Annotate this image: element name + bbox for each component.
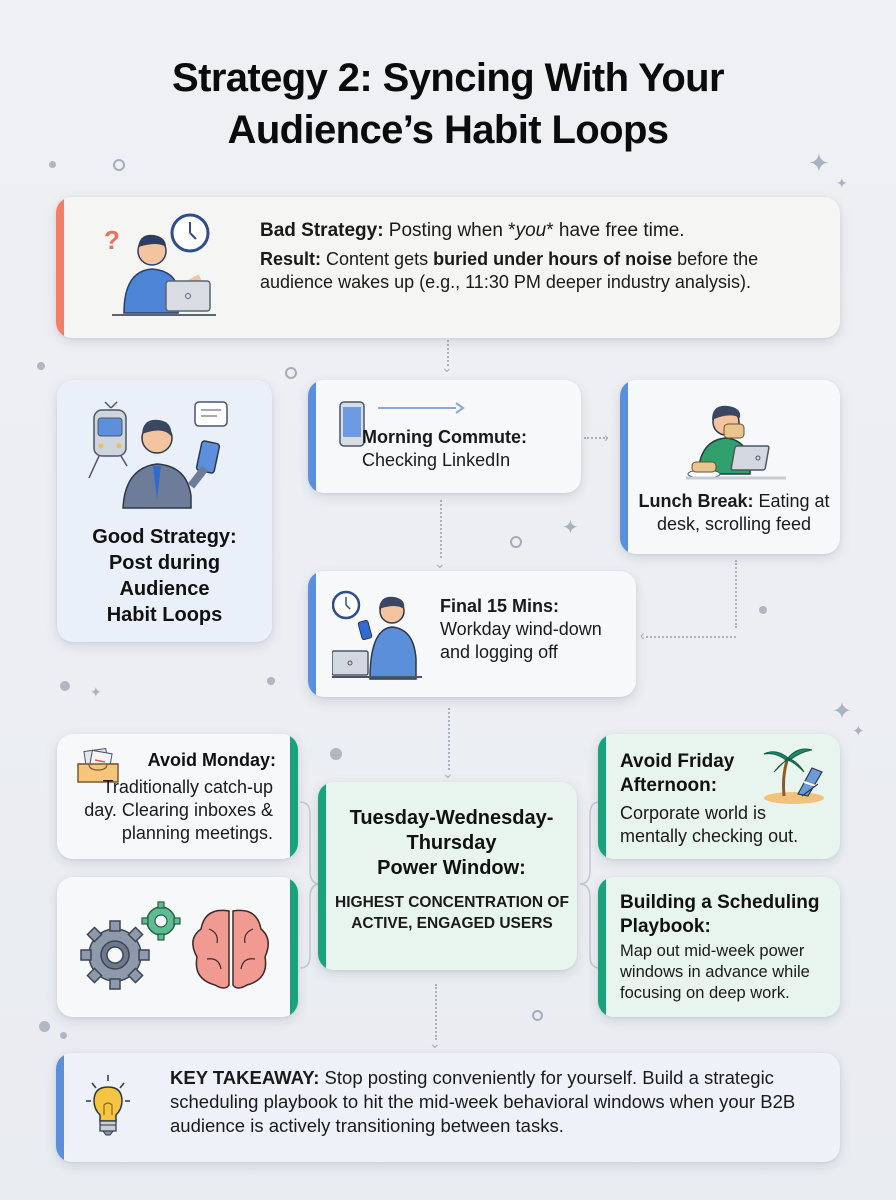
bad-strategy-card: ? Bad Strategy: Posting when *you* have …: [56, 197, 840, 338]
chevron-right-icon: ›: [604, 429, 609, 445]
decor-dot: [49, 161, 56, 168]
deep-work-card: [57, 877, 298, 1017]
person-logging-off-icon: [331, 589, 428, 681]
avoid-friday-card: Avoid Friday Afternoon: Corporate world …: [598, 734, 840, 859]
decor-dot: [60, 681, 70, 691]
chevron-down-icon: ⌄: [441, 359, 453, 375]
power-window-card: Tuesday-Wednesday- Thursday Power Window…: [318, 782, 577, 970]
chevron-down-icon: ⌄: [442, 765, 454, 781]
sparkle-icon: ✦: [90, 684, 102, 700]
commuter-with-phone-icon: [87, 396, 247, 511]
good-strategy-line-3: Audience: [119, 578, 210, 600]
morning-commute-label: Morning Commute:: [362, 427, 527, 447]
bad-strategy-label: Bad Strategy:: [260, 220, 384, 241]
sparkle-icon: ✦: [852, 723, 865, 740]
habit-card-morning-commute: Morning Commute: Checking LinkedIn: [308, 380, 581, 493]
sparkle-icon: ✦: [562, 517, 579, 539]
morning-commute-text: Checking LinkedIn: [362, 450, 511, 470]
key-takeaway-card: KEY TAKEAWAY: Stop posting conveniently …: [56, 1053, 840, 1162]
decor-ring: [113, 159, 125, 171]
phone-arrow-icon: [338, 400, 488, 450]
avoid-monday-label: Avoid Monday:: [147, 750, 276, 770]
key-takeaway-text: KEY TAKEAWAY: Stop posting conveniently …: [170, 1067, 796, 1136]
good-strategy-card: Good Strategy: Post during Audience Habi…: [57, 380, 272, 642]
svg-text:?: ?: [104, 225, 120, 255]
decor-ring: [532, 1010, 543, 1021]
connector-line: [447, 340, 449, 366]
decor-dot: [267, 677, 275, 685]
avoid-friday-text: Corporate world is mentally checking out…: [620, 803, 799, 846]
title-line-1: Strategy 2: Syncing With Your: [172, 56, 725, 100]
avoid-friday-label-1: Avoid Friday: [620, 751, 735, 772]
power-window-line-1: Tuesday-Wednesday-: [349, 807, 554, 829]
final-15-mins-label: Final 15 Mins:: [440, 596, 560, 616]
key-takeaway-label: KEY TAKEAWAY:: [170, 1067, 320, 1088]
final-15-mins-text: Workday wind-down and logging off: [440, 619, 602, 662]
decor-dot: [37, 362, 45, 370]
beach-chair-palm-icon: [762, 742, 828, 804]
connector-line: [448, 708, 450, 770]
title-line-2: Audience’s Habit Loops: [227, 108, 670, 152]
inbox-tray-icon: [77, 747, 119, 784]
result-label: Result:: [260, 249, 322, 269]
bad-strategy-line: Bad Strategy: Posting when *you* have fr…: [260, 220, 685, 241]
connector-line: [435, 984, 437, 1040]
gears-and-brain-icon: [79, 899, 274, 994]
bad-strategy-result: Result: Content gets buried under hours …: [260, 249, 759, 292]
connector-line: [646, 636, 736, 638]
connector-line: [735, 560, 737, 628]
decor-dot: [759, 606, 767, 614]
chevron-down-icon: ⌄: [434, 555, 446, 571]
habit-card-final-15-mins: Final 15 Mins: Workday wind-down and log…: [308, 571, 636, 697]
power-window-line-2: Thursday: [406, 832, 497, 854]
good-strategy-line-4: Habit Loops: [106, 604, 223, 626]
decor-dot: [39, 1021, 50, 1032]
lunch-break-label: Lunch Break:: [638, 491, 754, 511]
decor-ring: [285, 367, 297, 379]
avoid-monday-text: Traditionally catch-up day. Clearing inb…: [84, 777, 273, 843]
sparkle-icon: ✦: [832, 698, 853, 725]
decor-dot: [330, 748, 342, 760]
connector-line: [440, 500, 442, 558]
power-window-line-3: Power Window:: [377, 857, 526, 879]
good-strategy-line-2: Post during: [108, 552, 221, 574]
person-eating-at-desk-icon: [686, 396, 786, 481]
bracket-connector: [579, 801, 601, 969]
power-window-caption: HIGHEST CONCENTRATION OF ACTIVE, ENGAGED…: [335, 894, 569, 932]
sparkle-icon: ✦: [836, 175, 848, 191]
playbook-label: Building a Scheduling Playbook:: [620, 892, 820, 937]
decor-dot: [60, 1032, 67, 1039]
chevron-down-icon: ⌄: [429, 1035, 441, 1051]
page-title: Strategy 2: Syncing With Your Audience’s…: [0, 52, 896, 156]
chevron-left-icon: ‹: [640, 627, 645, 643]
decor-ring: [510, 536, 522, 548]
good-strategy-line-1: Good Strategy:: [92, 526, 237, 548]
playbook-text: Map out mid-week power windows in advanc…: [620, 942, 810, 1002]
avoid-friday-label-2: Afternoon:: [620, 775, 718, 796]
confused-person-with-clock-icon: ?: [104, 211, 219, 321]
avoid-monday-card: Avoid Monday: Traditionally catch-up day…: [57, 734, 298, 859]
connector-line: [584, 437, 608, 439]
habit-card-lunch-break: Lunch Break: Eating at desk, scrolling f…: [620, 380, 840, 554]
lightbulb-icon: [86, 1075, 130, 1139]
sparkle-icon: ✦: [808, 148, 830, 178]
lunch-break-text: Eating at desk, scrolling feed: [656, 491, 830, 534]
scheduling-playbook-card: Building a Scheduling Playbook: Map out …: [598, 877, 840, 1017]
